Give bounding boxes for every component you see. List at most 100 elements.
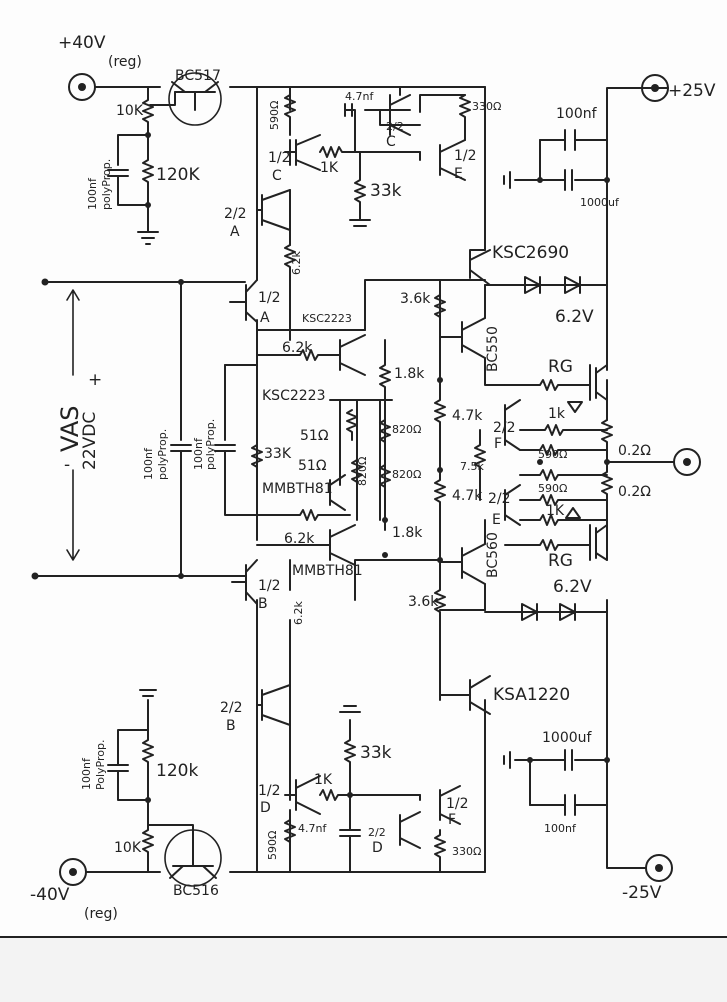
label-r33k-mid: 33K: [264, 446, 292, 462]
label-c100n-vas-a: 100nf: [142, 447, 155, 480]
label-half-f2: 1/2: [446, 796, 469, 812]
label-vas-voltage: 22VDC: [80, 412, 100, 470]
darlington-bc517: [149, 72, 222, 126]
transistor-a2: [256, 189, 291, 231]
terminal-plus40: [68, 73, 96, 101]
label-r1k-out-bot: 1K: [546, 503, 565, 519]
label-half-d2-letter: D: [372, 840, 383, 856]
label-r820-b: 820Ω: [356, 457, 369, 486]
labels: +40V (reg) -40V (reg) +25V -25V VAS 22VD…: [30, 33, 716, 922]
label-c100n-vas-a-note: polyProp.: [156, 429, 169, 480]
terminal-minus40: [59, 858, 87, 886]
zeners-bottom: [484, 603, 608, 621]
label-r0-2-a: 0.2Ω: [618, 443, 651, 459]
label-c100n-vas-b-note: polyProp.: [204, 419, 217, 470]
label-minus40-note: (reg): [84, 906, 118, 922]
label-half-b1: 1/2: [258, 578, 281, 594]
label-r820-a: 820Ω: [392, 423, 421, 436]
label-c1000u-bot: 1000uf: [542, 730, 593, 746]
label-c4n7-top: 4.7nf: [345, 90, 374, 103]
terminal-output: [673, 448, 701, 476]
label-ksc2223-top: KSC2223: [302, 312, 352, 325]
label-vas-minus: -: [64, 455, 70, 475]
label-mmbth81-a: MMBTH81: [262, 481, 333, 497]
label-ksa1220: KSA1220: [493, 685, 570, 705]
label-half-a2: 2/2: [224, 206, 247, 222]
label-r6k2-mid: 6.2k: [282, 340, 313, 356]
label-r590-out-b: 590Ω: [538, 482, 567, 495]
label-plus25: +25V: [668, 81, 716, 101]
mirror-c-e: [284, 86, 471, 227]
label-vas: VAS: [56, 405, 84, 452]
label-half-c1: 1/2: [268, 150, 291, 166]
label-r10k-top: 10K: [116, 103, 144, 119]
label-half-d2: 2/2: [368, 826, 386, 839]
label-r33k-bot: 33k: [360, 743, 392, 763]
label-minus40: -40V: [30, 885, 70, 905]
label-r820-c: 820Ω: [392, 468, 421, 481]
label-half-d1-letter: D: [260, 800, 271, 816]
terminal-minus25: [645, 854, 673, 882]
label-r6k2-top: 6.2k: [290, 251, 303, 275]
label-half-a1-letter: A: [260, 310, 270, 326]
label-r6k2-bot: 6.2k: [292, 601, 305, 625]
decoupling-top: [503, 129, 610, 191]
mirror-d-f: [284, 705, 461, 873]
label-half-a2-letter: A: [230, 224, 240, 240]
label-r3k6-bot: 3.6k: [408, 594, 439, 610]
label-r1k-bot: 1K: [314, 772, 333, 788]
label-r1k8-a: 1.8k: [394, 366, 425, 382]
label-half-e2: 2/2: [488, 491, 511, 507]
bias-network-bottom: [107, 689, 157, 873]
label-half-f2-letter: F: [448, 812, 456, 828]
vas-input: [31, 278, 258, 580]
label-c100n-poly-top-note: polyProp.: [100, 159, 113, 210]
label-plus40-note: (reg): [108, 54, 142, 70]
label-r4k7-b: 4.7k: [452, 488, 483, 504]
label-r3k6-top: 3.6k: [400, 291, 431, 307]
label-half-d1: 1/2: [258, 783, 281, 799]
label-c100n-poly-top: 100nf: [86, 177, 99, 210]
label-half-c2: 2/2: [386, 120, 404, 133]
label-plus40: +40V: [58, 33, 106, 53]
label-half-c2-letter: C: [386, 134, 396, 150]
label-ksc2223-mid: KSC2223: [262, 388, 325, 404]
label-bc560: BC560: [485, 532, 501, 578]
label-rg-bot: RG: [548, 551, 573, 571]
label-r10k-bot: 10K: [114, 840, 142, 856]
label-c1000u-top: 1000uf: [580, 196, 620, 209]
label-r51-b: 51Ω: [298, 458, 327, 474]
label-r7k5: 7.5k: [460, 460, 484, 473]
label-c100n-poly-bot: 100nf: [80, 757, 93, 790]
label-zener-bot: 6.2V: [553, 577, 592, 597]
label-c4n7-bot: 4.7nf: [298, 822, 327, 835]
label-r590-out-a: 590Ω: [538, 448, 567, 461]
label-r330-bot: 330Ω: [452, 845, 481, 858]
label-c100n-poly-bot-note: PolyProp.: [94, 740, 107, 790]
darlington-bc516: [147, 824, 222, 887]
label-half-b2: 2/2: [220, 700, 243, 716]
right-chain: [434, 249, 506, 715]
label-r0-2-b: 0.2Ω: [618, 484, 651, 500]
label-bc550: BC550: [485, 326, 501, 372]
label-c100n-r-top: 100nf: [556, 106, 598, 122]
label-half-f1-letter: F: [494, 436, 502, 452]
label-half-a1: 1/2: [258, 290, 281, 306]
label-half-e1: 1/2: [454, 148, 477, 164]
transistor-b1: [231, 559, 258, 605]
transistor-b2: [256, 684, 291, 726]
label-mmbth81-b: MMBTH81: [292, 563, 363, 579]
rails: [85, 86, 669, 873]
zeners-top: [484, 276, 608, 294]
label-rg-top: RG: [548, 357, 573, 377]
label-r6k2-low: 6.2k: [284, 531, 315, 547]
transistor-a1: [229, 279, 258, 323]
label-bc516: BC516: [173, 883, 219, 899]
label-vas-plus: +: [88, 370, 102, 390]
label-r590-top: 590Ω: [268, 101, 281, 130]
label-r33k-top: 33k: [370, 181, 402, 201]
label-half-f1: 2/2: [493, 420, 516, 436]
label-r1k8-b: 1.8k: [392, 525, 423, 541]
